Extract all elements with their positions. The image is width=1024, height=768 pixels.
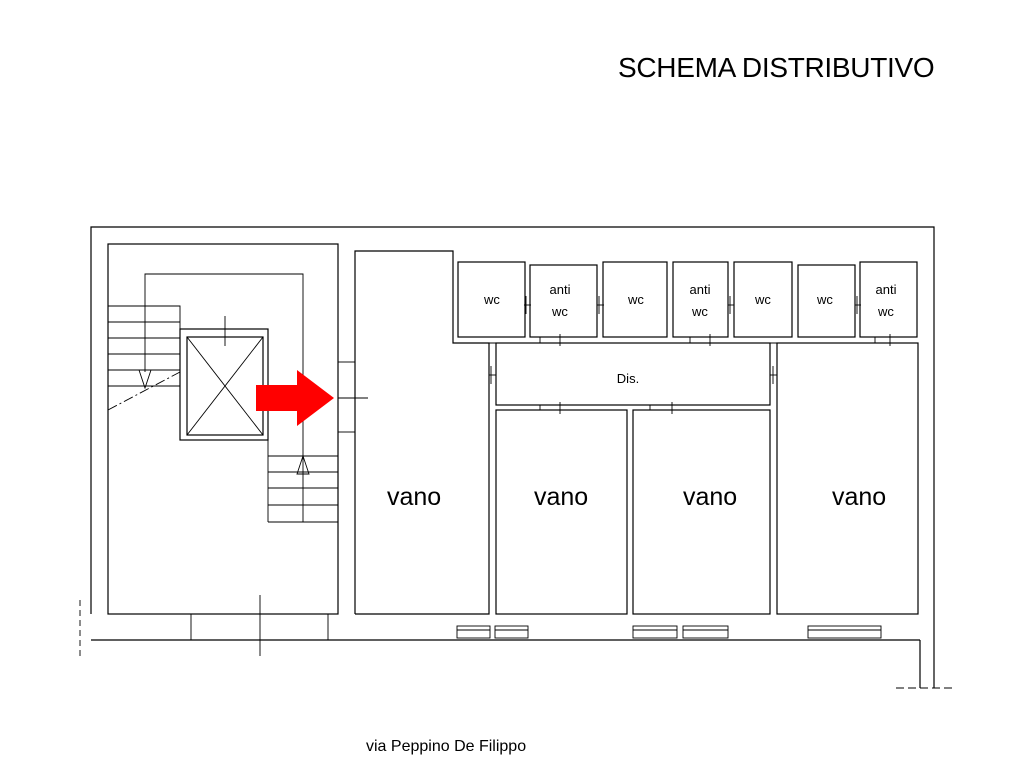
plan-title: SCHEMA DISTRIBUTIVO bbox=[618, 52, 934, 83]
elevator-icon bbox=[179, 316, 269, 441]
wc-label-5: wc bbox=[754, 292, 771, 307]
room-label-vano-2: vano bbox=[534, 483, 588, 511]
antiwc-label-2a: anti bbox=[550, 282, 571, 297]
wc-label-6: wc bbox=[816, 292, 833, 307]
antiwc-label-7a: anti bbox=[876, 282, 897, 297]
wc-label-3: wc bbox=[627, 292, 644, 307]
room-label-dis: Dis. bbox=[617, 371, 639, 386]
wc-label-1: wc bbox=[483, 292, 500, 307]
antiwc-label-4a: anti bbox=[690, 282, 711, 297]
room-distribution-corridor: Dis. bbox=[489, 342, 777, 406]
antiwc-label-2b: wc bbox=[551, 304, 568, 319]
room-vano-3: vano bbox=[632, 402, 771, 615]
staircase-icon bbox=[107, 273, 338, 523]
entrance-doorway bbox=[337, 361, 368, 433]
antiwc-label-7b: wc bbox=[877, 304, 894, 319]
entrance-arrow-icon bbox=[256, 370, 334, 426]
room-vano-1: vano bbox=[354, 250, 490, 615]
street-name: via Peppino De Filippo bbox=[366, 738, 526, 755]
antiwc-label-4b: wc bbox=[691, 304, 708, 319]
street-windows bbox=[456, 625, 882, 639]
room-label-vano-1: vano bbox=[387, 483, 441, 511]
room-vano-2: vano bbox=[495, 402, 628, 615]
room-label-vano-3: vano bbox=[683, 483, 737, 511]
stairwell bbox=[107, 243, 339, 656]
wc-row: wc anti wc wc anti wc wc wc anti wc bbox=[453, 261, 918, 346]
room-label-vano-4: vano bbox=[832, 483, 886, 511]
room-vano-4: vano bbox=[776, 342, 919, 615]
